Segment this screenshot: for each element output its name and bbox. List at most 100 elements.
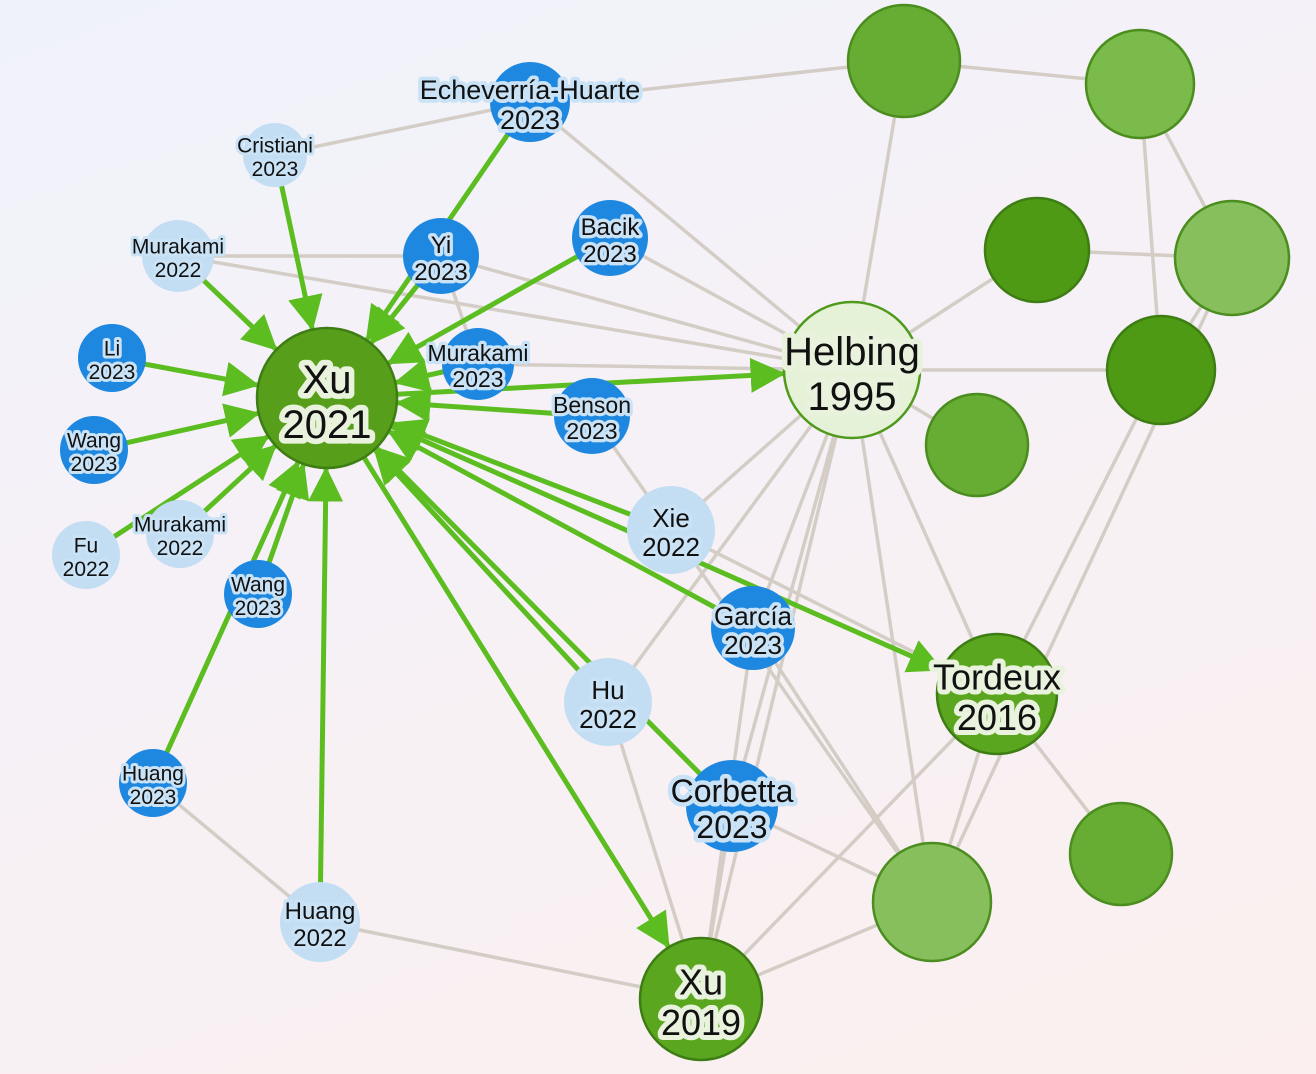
paper-node-circle[interactable] xyxy=(638,936,764,1062)
citation-edge-hu2022-xu2021 xyxy=(373,448,611,705)
node-year-label: 2023 xyxy=(724,630,782,660)
citation-edge-huang2022-xu2021 xyxy=(308,466,344,925)
node-year-label: 2023 xyxy=(500,105,560,135)
related-edge-yi2023-helbing1995 xyxy=(439,254,854,372)
paper-node-circle[interactable] xyxy=(442,328,514,400)
node-year-label: 2023 xyxy=(414,259,467,286)
node-year-label: 2023 xyxy=(583,241,636,268)
node-year-label: 2022 xyxy=(157,537,204,560)
paper-node-g1[interactable] xyxy=(846,3,962,119)
paper-node-circle[interactable] xyxy=(243,123,307,187)
paper-node-circle[interactable] xyxy=(52,521,120,589)
paper-node-circle[interactable] xyxy=(686,760,778,852)
node-author-label: Murakami xyxy=(132,235,224,258)
node-author-label: Huang xyxy=(285,898,356,925)
node-author-label: Fu xyxy=(74,534,99,557)
node-year-label: 2023 xyxy=(252,158,299,181)
paper-node-g4[interactable] xyxy=(1173,199,1291,317)
related-edge-huang2022-xu2019 xyxy=(318,920,703,1001)
related-edge-helbing1995-corbetta2023 xyxy=(730,368,854,808)
paper-node-g7[interactable] xyxy=(1068,801,1174,907)
paper-node-circle[interactable] xyxy=(871,841,993,963)
paper-node-circle[interactable] xyxy=(1105,314,1217,426)
citation-edge-xie2022-xu2021 xyxy=(390,418,674,533)
paper-node-circle[interactable] xyxy=(1173,199,1291,317)
paper-node-g2[interactable] xyxy=(1084,28,1196,140)
node-year-label: 2022 xyxy=(579,704,637,734)
node-year-label: 2023 xyxy=(235,597,282,620)
node-author-label: Wang xyxy=(67,429,121,452)
node-author-label: Tordeux xyxy=(933,657,1061,698)
node-author-label: Xu xyxy=(303,358,352,402)
paper-node-g6[interactable] xyxy=(924,392,1030,498)
paper-node-circle[interactable] xyxy=(983,196,1091,304)
paper-node-circle[interactable] xyxy=(146,500,214,568)
paper-node-circle[interactable] xyxy=(142,220,214,292)
paper-node-circle[interactable] xyxy=(78,324,146,392)
paper-node-g5[interactable] xyxy=(1105,314,1217,426)
node-author-label: Cristiani xyxy=(237,134,313,157)
node-author-label: Corbetta xyxy=(671,773,794,809)
related-edge-tordeux2016-xu2019 xyxy=(699,692,999,1001)
paper-node-circle[interactable] xyxy=(554,378,630,454)
paper-node-circle[interactable] xyxy=(403,218,479,294)
paper-node-circle[interactable] xyxy=(627,486,715,574)
paper-node-circle[interactable] xyxy=(846,3,962,119)
paper-node-circle[interactable] xyxy=(1068,801,1174,907)
node-year-label: 2016 xyxy=(957,697,1037,738)
node-author-label: Murakami xyxy=(428,340,529,366)
related-edge-helbing1995-g8 xyxy=(850,368,934,904)
paper-node-circle[interactable] xyxy=(572,200,648,276)
node-year-label: 2023 xyxy=(89,361,136,384)
paper-node-circle[interactable] xyxy=(782,300,922,440)
related-edge-murakami2022a-helbing1995 xyxy=(176,254,854,372)
paper-node-g8[interactable] xyxy=(871,841,993,963)
paper-node-circle[interactable] xyxy=(564,658,652,746)
node-year-label: 2023 xyxy=(130,786,177,809)
node-year-label: 2023 xyxy=(696,809,767,845)
paper-node-circle[interactable] xyxy=(255,326,399,470)
citation-edge-bacik2023-xu2021 xyxy=(386,235,613,366)
node-year-label: 2023 xyxy=(71,453,118,476)
paper-node-circle[interactable] xyxy=(490,62,570,142)
paper-node-circle[interactable] xyxy=(711,586,795,670)
paper-node-circle[interactable] xyxy=(935,632,1059,756)
paper-node-circle[interactable] xyxy=(60,416,128,484)
node-author-label: Bacik xyxy=(581,214,641,241)
paper-node-circle[interactable] xyxy=(224,560,292,628)
related-edge-echeverria2023-g1 xyxy=(528,59,906,104)
paper-node-circle[interactable] xyxy=(280,882,360,962)
paper-node-circle[interactable] xyxy=(924,392,1030,498)
paper-node-g3[interactable] xyxy=(983,196,1091,304)
node-author-label: Xu xyxy=(679,962,723,1003)
citation-edge-huang2023-xu2021 xyxy=(150,460,301,786)
node-year-label: 2022 xyxy=(155,259,202,282)
paper-node-circle[interactable] xyxy=(119,749,187,817)
paper-node-circle[interactable] xyxy=(1084,28,1196,140)
node-year-label: 1995 xyxy=(808,375,897,419)
node-author-label: Huang xyxy=(122,762,184,785)
citation-edge-fu2022-xu2021 xyxy=(83,434,270,558)
